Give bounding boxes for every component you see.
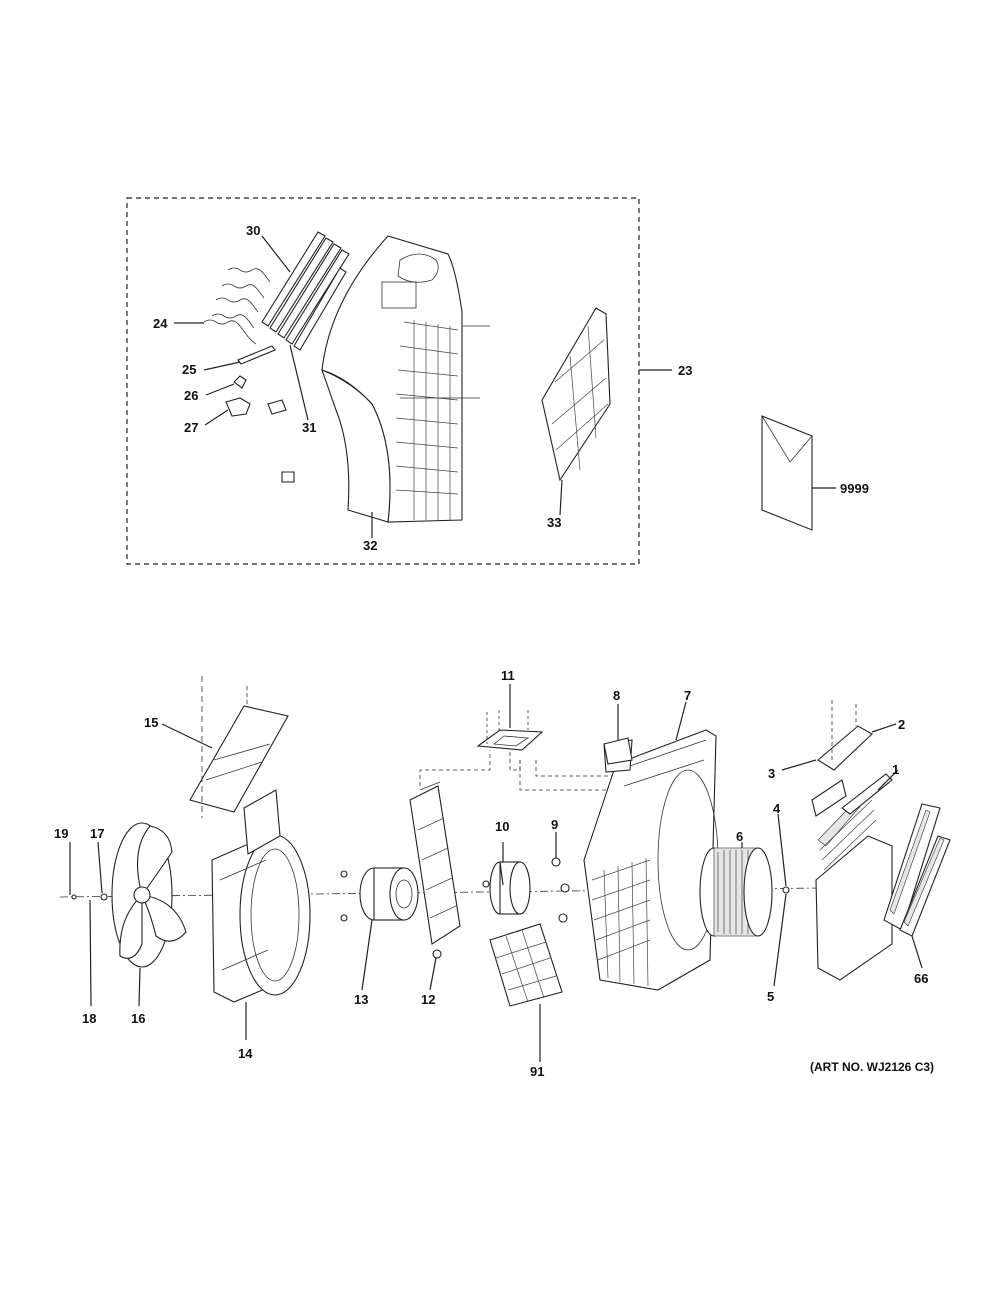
label-15: 15 [144,715,158,730]
label-66: 66 [914,971,928,986]
label-16: 16 [131,1011,145,1026]
label-14: 14 [238,1046,253,1061]
mounting-brackets-2-3 [811,700,873,817]
label-11: 11 [501,668,515,683]
label-5: 5 [767,989,774,1004]
label-12: 12 [421,992,435,1007]
label-9: 9 [551,817,558,832]
leader-lines-upper [174,235,672,538]
label-32: 32 [363,538,377,553]
label-1: 1 [892,762,899,777]
heater-coil [883,803,951,937]
label-25: 25 [182,362,196,377]
front-panel-assembly-group [126,197,672,565]
label-7: 7 [684,688,691,703]
label-4: 4 [773,801,781,816]
blower-housing [583,729,719,991]
label-18: 18 [82,1011,96,1026]
label-2: 2 [898,717,905,732]
bearing-bushing [482,861,531,915]
label-10: 10 [495,819,509,834]
label-6: 6 [736,829,743,844]
nut-17 [100,893,108,901]
label-31: 31 [302,420,316,435]
air-filter [541,307,611,482]
louver-motor [225,397,251,417]
washer-19 [71,894,77,900]
label-30: 30 [246,223,260,238]
motor-bracket [409,781,461,959]
louver-blades [261,231,350,351]
cover-plate-11 [476,710,544,751]
clip-26 [233,375,247,389]
connection-lines [419,750,612,791]
front-panel-body [321,235,490,523]
art-number: (ART NO. WJ2126 C3) [810,1060,934,1074]
axial-fan-blade [111,822,187,968]
fastener-set-9 [551,857,570,923]
label-24: 24 [153,316,168,331]
link-bar [237,345,276,365]
label-23: 23 [678,363,692,378]
lower-filter [489,923,563,1007]
nut-4-5 [782,886,790,894]
part-labels: 30 24 25 26 27 31 32 33 23 9999 15 11 8 … [54,223,934,1079]
label-9999: 9999 [840,481,869,496]
label-91: 91 [530,1064,544,1079]
label-17: 17 [90,826,104,841]
owner-manual-envelope [761,415,836,531]
label-19: 19 [54,826,68,841]
label-3: 3 [768,766,775,781]
label-26: 26 [184,388,198,403]
clip-small [281,471,295,483]
vane-set [203,267,271,345]
fan-motor [340,867,419,922]
evaporator-coil [815,773,893,981]
label-27: 27 [184,420,198,435]
label-33: 33 [547,515,561,530]
label-13: 13 [354,992,368,1007]
blower-wheel [699,847,773,937]
lower-assembly [59,676,951,1007]
leader-lines-lower [69,684,923,1062]
assembly-dashed-box [126,197,640,565]
part-8 [603,737,633,765]
fan-shroud [211,834,311,1003]
bracket-small [267,399,287,415]
top-bracket [189,676,289,855]
label-8: 8 [613,688,620,703]
